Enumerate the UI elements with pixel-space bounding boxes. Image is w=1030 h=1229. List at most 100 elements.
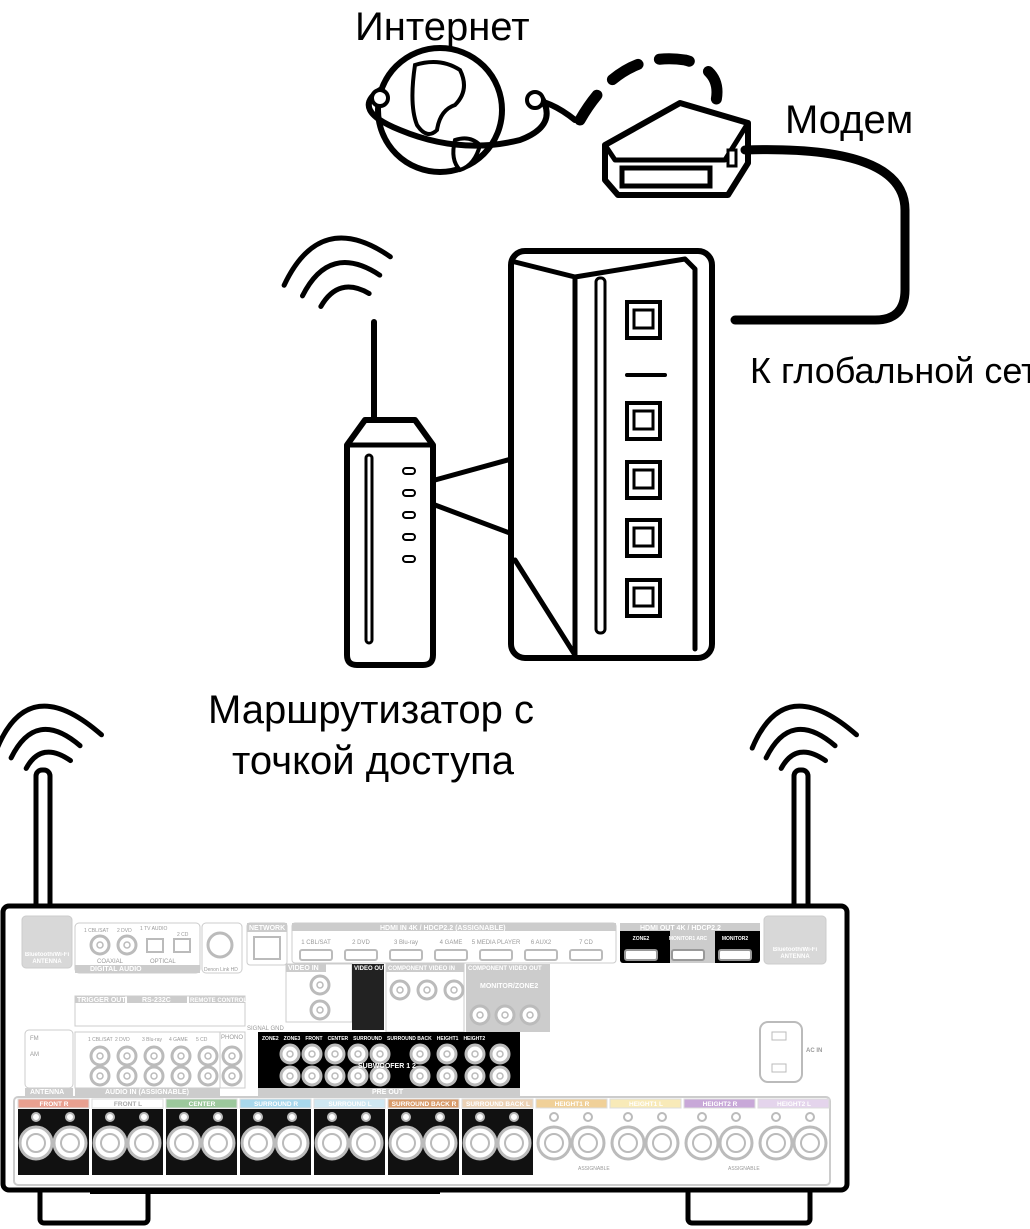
router-led <box>402 489 416 497</box>
speaker-terminal[interactable] <box>758 1125 794 1161</box>
modem-icon <box>602 100 751 198</box>
speaker-terminal[interactable] <box>52 1125 88 1161</box>
optical-port <box>146 938 164 953</box>
rca-jack <box>469 1004 491 1026</box>
speaker-group-label-bg <box>609 1098 682 1109</box>
pre-out-channel-label: ZONE3 <box>284 1036 301 1042</box>
speaker-group-label-bg <box>239 1098 312 1109</box>
speaker-terminal[interactable] <box>92 1125 128 1161</box>
phono-label: PHONO <box>221 1035 243 1041</box>
rca-jack <box>347 1043 369 1065</box>
speaker-group-label: HEIGHT2 L <box>777 1101 811 1108</box>
speaker-terminal[interactable] <box>422 1125 458 1161</box>
digital-audio-label: DIGITAL AUDIO <box>90 966 142 973</box>
speaker-terminal[interactable] <box>388 1125 424 1161</box>
signal-gnd-label: SIGNAL GND <box>247 1026 284 1032</box>
speaker-terminal[interactable] <box>200 1125 236 1161</box>
rca-jack <box>324 1065 346 1087</box>
hdmi-out-port-label: ZONE2 <box>633 936 650 942</box>
speaker-terminal[interactable] <box>570 1125 606 1161</box>
speaker-terminal[interactable] <box>792 1125 828 1161</box>
network-port-label: NETWORK <box>249 925 285 932</box>
globe-icon <box>365 45 578 175</box>
speaker-group-label: HEIGHT2 R <box>703 1101 738 1108</box>
network-port <box>253 936 281 960</box>
rca-jack <box>143 1045 165 1067</box>
rca-jack <box>369 1065 391 1087</box>
pre-out-channel-label: ZONE2 <box>262 1036 279 1042</box>
router-led <box>402 511 416 519</box>
rca-jack <box>221 1065 243 1087</box>
speaker-terminal[interactable] <box>644 1125 680 1161</box>
speaker-group-label: CENTER <box>189 1101 216 1108</box>
internet-label: Интернет <box>355 5 530 49</box>
digital-input-label: 1 TV AUDIO <box>140 926 168 932</box>
rca-jack <box>409 1065 431 1087</box>
router-led <box>402 533 416 541</box>
coaxial-label: COAXIAL <box>97 959 124 965</box>
speaker-terminal[interactable] <box>718 1125 754 1161</box>
pre-out-channel-label: FRONT <box>305 1036 322 1042</box>
hdmi-in-port <box>344 949 378 961</box>
rca-jack <box>489 1043 511 1065</box>
hdmi-in-port <box>389 949 423 961</box>
denon-link-label: Denon Link HD <box>204 967 238 973</box>
pre-out-channel-label: CENTER <box>328 1036 349 1042</box>
assignable-label: ASSIGNABLE <box>728 1166 760 1172</box>
rca-jack <box>197 1045 219 1067</box>
speaker-terminal[interactable] <box>126 1125 162 1161</box>
speaker-terminal[interactable] <box>274 1125 310 1161</box>
digital-input-label: 2 CD <box>177 932 189 938</box>
rca-jack <box>197 1065 219 1087</box>
rca-jack <box>436 1043 458 1065</box>
router-icon <box>281 235 436 668</box>
rca-jack <box>221 1045 243 1067</box>
video-in-label: VIDEO IN <box>288 965 319 972</box>
audio-in-port-label: 5 CD <box>196 1037 208 1043</box>
speaker-terminal[interactable] <box>684 1125 720 1161</box>
hdmi-in-port <box>569 949 603 961</box>
hdmi-in-port-label: 3 Blu-ray <box>394 940 418 946</box>
rca-jack <box>116 1065 138 1087</box>
hdmi-in-port <box>524 949 558 961</box>
wan-cable <box>730 145 910 325</box>
hdmi-out-port-label: MONITOR1 ARC <box>669 936 708 942</box>
router-label-line2: точкой доступа <box>232 739 515 783</box>
rca-jack <box>170 1065 192 1087</box>
monitor-zone2-label: MONITOR/ZONE2 <box>480 983 538 990</box>
speakers-label: SPEAKERS <box>370 1178 409 1185</box>
speaker-group-label: FRONT L <box>114 1101 142 1108</box>
antenna-label: ANTENNA <box>30 1089 64 1096</box>
rca-jack <box>116 934 138 956</box>
hdmi-in-port <box>299 949 333 961</box>
assignable-label: ASSIGNABLE <box>578 1166 610 1172</box>
audio-in-port-label: 2 DVD <box>115 1037 130 1043</box>
speaker-terminal[interactable] <box>610 1125 646 1161</box>
rca-jack <box>89 934 111 956</box>
video-out-label: VIDEO OUT <box>354 966 387 972</box>
speaker-terminal[interactable] <box>166 1125 202 1161</box>
hdmi-out-port <box>718 949 752 961</box>
rs232c-label: RS-232C <box>142 997 171 1004</box>
speaker-terminal[interactable] <box>462 1125 498 1161</box>
speaker-terminal[interactable] <box>314 1125 350 1161</box>
receiver-antenna-right <box>749 703 859 943</box>
speaker-terminal[interactable] <box>536 1125 572 1161</box>
rca-jack <box>464 1043 486 1065</box>
receiver-antenna-left <box>0 703 104 943</box>
speaker-terminal[interactable] <box>18 1125 54 1161</box>
rca-jack <box>279 1065 301 1087</box>
speaker-terminal[interactable] <box>240 1125 276 1161</box>
rca-jack <box>409 1043 431 1065</box>
modem-label: Модем <box>785 98 913 142</box>
speaker-group-label-bg <box>313 1098 386 1109</box>
speaker-terminal[interactable] <box>496 1125 532 1161</box>
ac-in-label: AC IN <box>806 1048 822 1054</box>
hdmi-in-port <box>434 949 468 961</box>
audio-in-label: AUDIO IN (ASSIGNABLE) <box>105 1089 189 1096</box>
trigger-out-label: TRIGGER OUT <box>77 997 126 1004</box>
wan-label: К глобальной сети <box>750 350 1030 391</box>
speaker-terminal[interactable] <box>348 1125 384 1161</box>
speaker-group-label-bg <box>387 1098 460 1109</box>
